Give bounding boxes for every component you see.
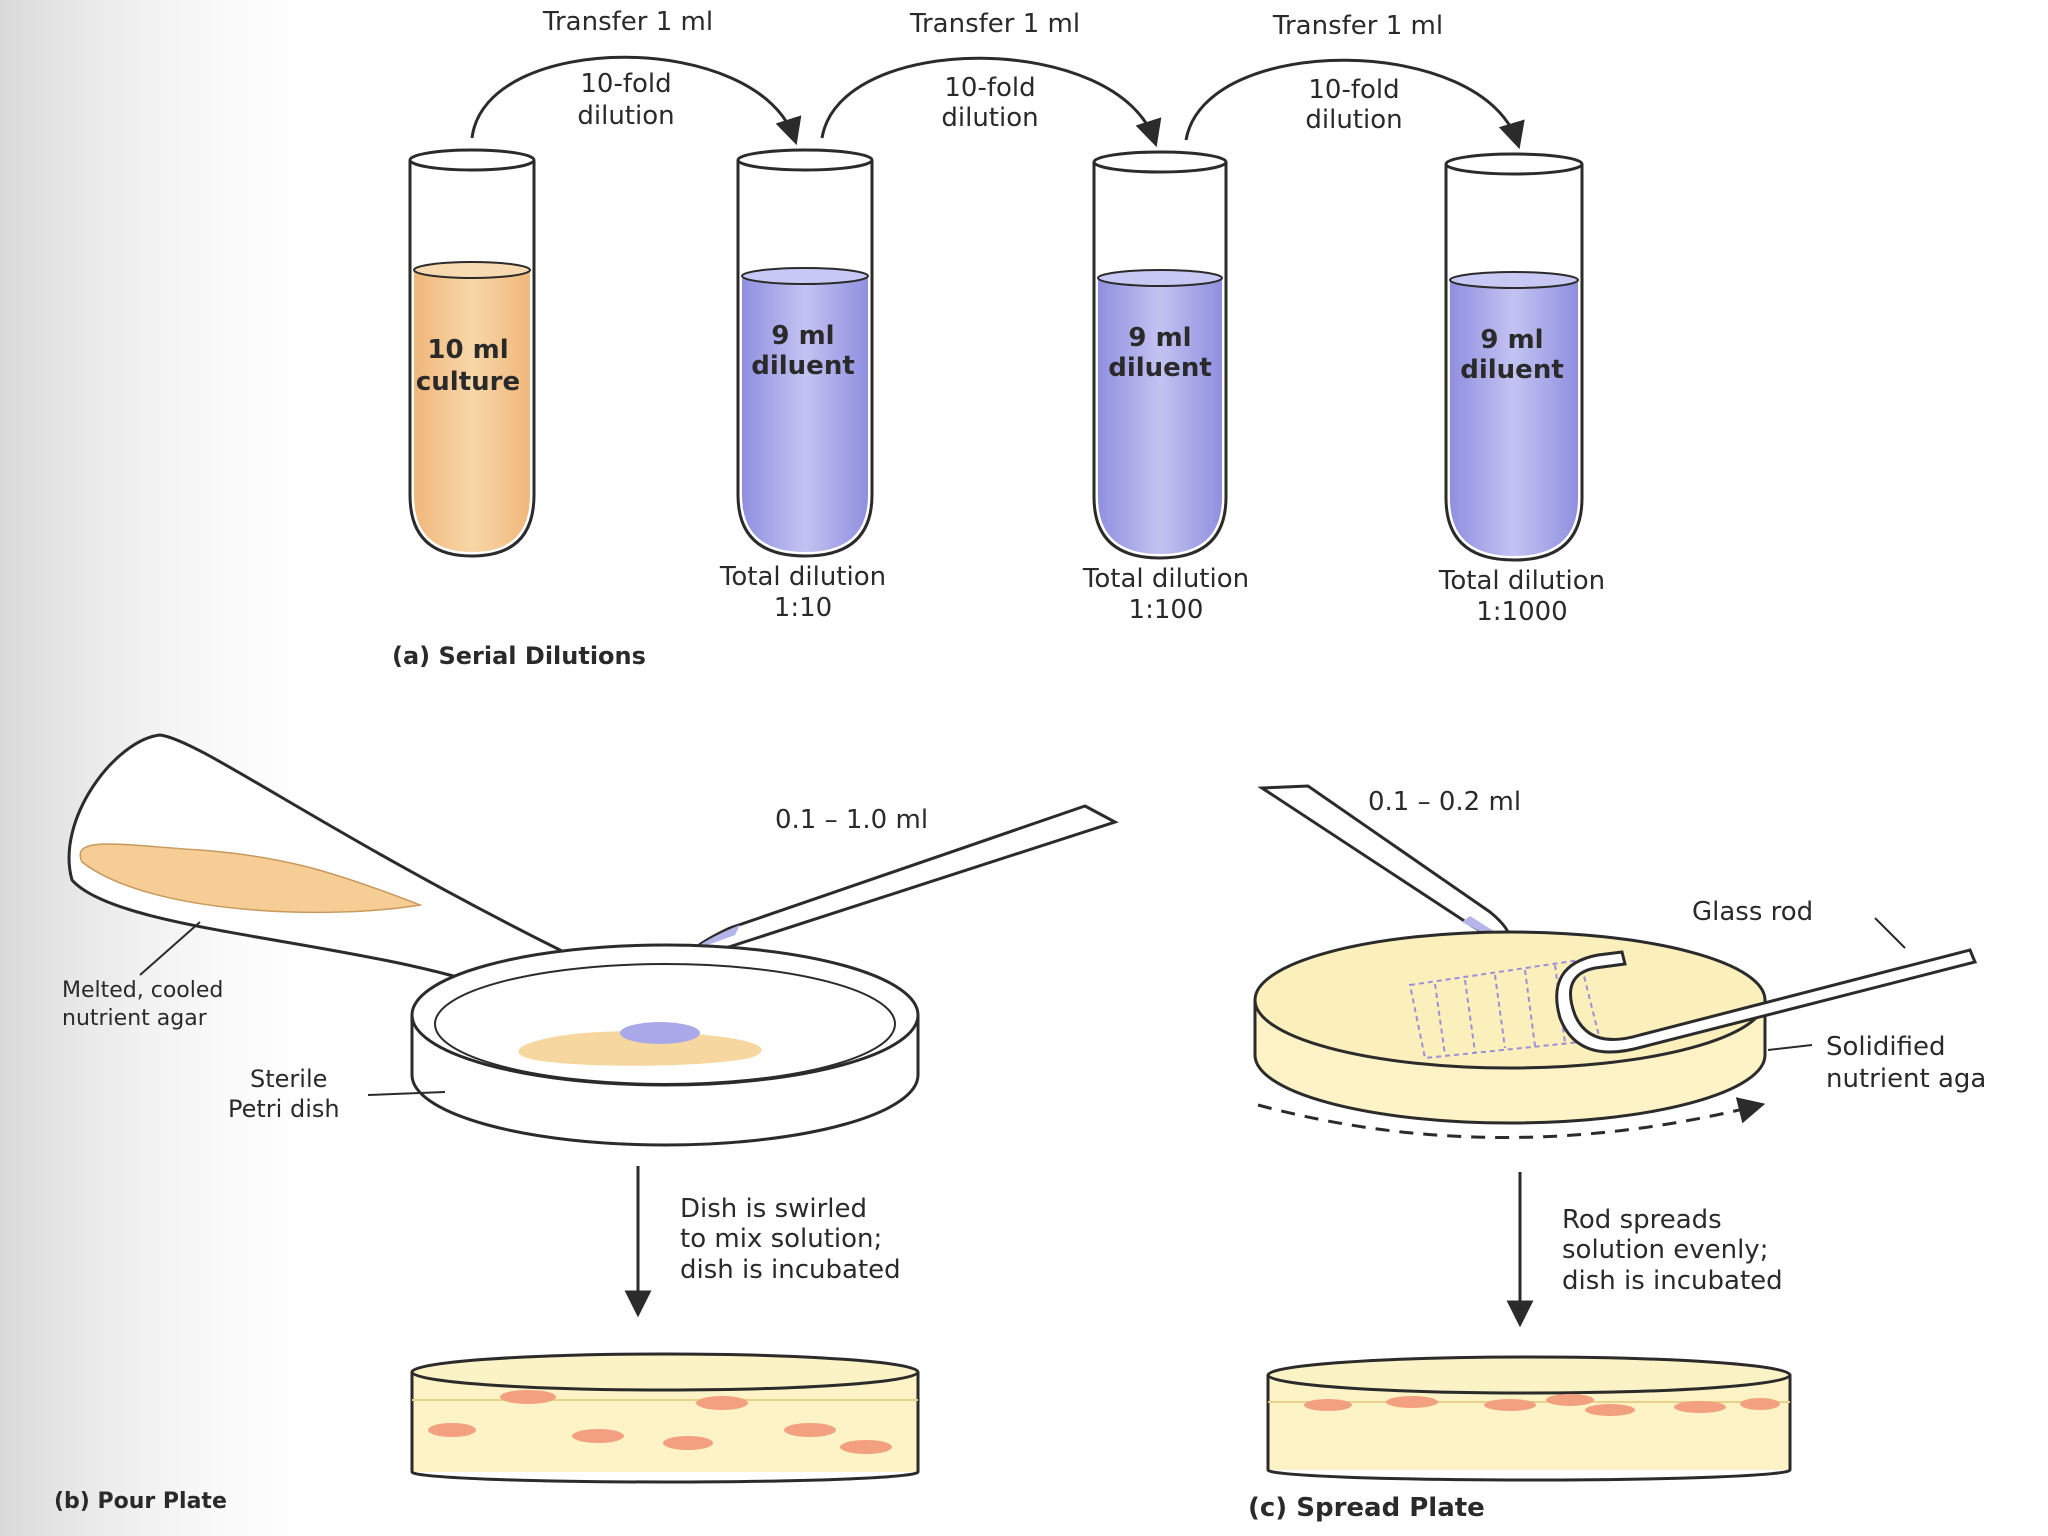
colony <box>1386 1396 1438 1408</box>
caption-serial-dilutions: (a) Serial Dilutions <box>392 642 646 670</box>
spread-step-line1: Rod spreads <box>1562 1205 1722 1235</box>
fold-label-2-line2: dilution <box>941 103 1038 133</box>
pour-petri-dish <box>410 943 920 1147</box>
transfer-arrow-3 <box>1184 58 1525 150</box>
tube-diluent-3-label-1: 9 ml <box>1480 325 1543 355</box>
tube-diluent-2-label-2: diluent <box>1108 353 1212 383</box>
agar-label-line1: Melted, cooled <box>62 978 223 1003</box>
fold-label-3-line1: 10-fold <box>1308 75 1399 105</box>
spread-petri-dish <box>1253 930 1767 1125</box>
tube-diluent-1: 9 ml diluent <box>736 148 874 558</box>
colony <box>428 1423 476 1437</box>
spread-agar-label-line2: nutrient aga <box>1826 1064 1986 1094</box>
tube-culture-label-1: 10 ml <box>427 335 508 365</box>
agar-leader-line <box>139 921 201 976</box>
dish-leader-line <box>367 1091 446 1096</box>
colony <box>1484 1399 1536 1411</box>
fold-label-1-line1: 10-fold <box>580 69 671 99</box>
spread-agar-leader <box>1767 1044 1813 1051</box>
transfer-arrow-2 <box>820 56 1162 148</box>
pour-plate-panel: Melted, cooled nutrient agar 0.1 – 1.0 m… <box>54 733 1119 1514</box>
glass-rod <box>1555 948 1978 1054</box>
spread-result-dish <box>1266 1355 1792 1482</box>
total-dilution-2-line1: Total dilution <box>1082 564 1249 594</box>
colony <box>572 1429 624 1443</box>
fold-label-2-line1: 10-fold <box>944 73 1035 103</box>
pour-result-dish <box>410 1352 920 1484</box>
glass-rod-label: Glass rod <box>1692 897 1813 927</box>
pour-volume-label: 0.1 – 1.0 ml <box>775 805 928 835</box>
spread-agar-label-line1: Solidified <box>1826 1032 1945 1062</box>
fold-label-3-line2: dilution <box>1305 105 1402 135</box>
colony <box>1546 1394 1594 1406</box>
colony <box>696 1396 748 1410</box>
dish-label-line2: Petri dish <box>228 1095 340 1123</box>
serial-dilutions-panel: Transfer 1 ml Transfer 1 ml Transfer 1 m… <box>392 7 1605 670</box>
caption-spread-plate: (c) Spread Plate <box>1248 1493 1485 1523</box>
colony <box>1304 1399 1352 1411</box>
tube-diluent-1-label-1: 9 ml <box>771 321 834 351</box>
transfer-label-2: Transfer 1 ml <box>909 9 1080 39</box>
transfer-arrow-1 <box>470 55 802 146</box>
spread-plate-panel: 0.1 – 0.2 ml Glass rod Solidified nutrie… <box>1248 784 1986 1523</box>
tube-culture-label-2: culture <box>416 367 520 397</box>
total-dilution-1-line2: 1:10 <box>774 593 832 623</box>
colony <box>1740 1398 1780 1410</box>
tube-diluent-1-label-2: diluent <box>751 351 855 381</box>
rotation-arrow <box>1257 1097 1766 1139</box>
total-dilution-3-line2: 1:1000 <box>1476 597 1567 627</box>
tube-culture: 10 ml culture <box>408 148 536 558</box>
colony <box>1674 1401 1726 1413</box>
tube-diluent-2-label-1: 9 ml <box>1128 323 1191 353</box>
colony <box>840 1440 892 1454</box>
spread-volume-label: 0.1 – 0.2 ml <box>1368 787 1521 817</box>
total-dilution-2-line2: 1:100 <box>1129 595 1204 625</box>
colony <box>784 1423 836 1437</box>
tube-diluent-2: 9 ml diluent <box>1092 150 1228 560</box>
tube-diluent-3-label-2: diluent <box>1460 355 1564 385</box>
spread-step-line2: solution evenly; <box>1562 1235 1768 1265</box>
pour-step-line1: Dish is swirled <box>680 1194 867 1224</box>
total-dilution-3-line1: Total dilution <box>1438 566 1605 596</box>
transfer-label-3: Transfer 1 ml <box>1272 11 1443 41</box>
spread-step-line3: dish is incubated <box>1562 1266 1783 1296</box>
caption-pour-plate: (b) Pour Plate <box>54 1489 227 1514</box>
transfer-label-1: Transfer 1 ml <box>542 7 713 37</box>
dish-label-line1: Sterile <box>250 1065 327 1093</box>
rod-leader-line <box>1874 917 1906 949</box>
agar-label-line2: nutrient agar <box>62 1006 208 1031</box>
pour-step-line3: dish is incubated <box>680 1255 901 1285</box>
total-dilution-1-line1: Total dilution <box>719 562 886 592</box>
colony <box>1585 1404 1635 1416</box>
colony <box>500 1390 556 1404</box>
tube-diluent-3: 9 ml diluent <box>1444 152 1584 562</box>
colony <box>663 1436 713 1450</box>
pour-step-line2: to mix solution; <box>680 1224 882 1254</box>
fold-label-1-line2: dilution <box>577 101 674 131</box>
